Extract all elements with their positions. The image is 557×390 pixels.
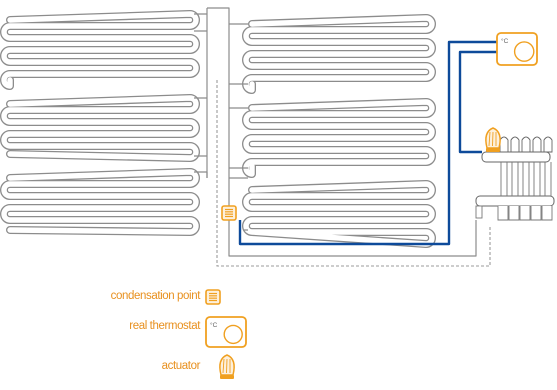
actuator-icon-base: [486, 148, 500, 152]
thermostat-icon-dial: [513, 41, 535, 62]
actuator-icon-rib-1: [492, 131, 494, 147]
sensor-dashed-line: [216, 80, 491, 267]
manifold-valve-head-0: [499, 136, 509, 153]
coil-left-middle-pipe-core: [1, 95, 199, 161]
supply-left-top: [194, 13, 207, 32]
manifold-upper-bar: [481, 151, 551, 163]
thermostat-icon-unit-label: °C: [501, 37, 509, 45]
manifold-riser-1: [511, 162, 519, 196]
manifold-riser-2: [522, 162, 530, 196]
sensor-dashed-path: [216, 80, 491, 267]
cable-to-thermostat: [238, 40, 497, 246]
legend-actuator-icon-base: [220, 375, 234, 379]
manifold-lower-body: [475, 195, 555, 207]
manifold-outlet-0: [497, 206, 509, 221]
thermostat-icon: °C: [496, 32, 538, 66]
coil-right-bottom: [242, 180, 436, 248]
manifold-riser-0: [500, 162, 508, 196]
legend-thermostat-icon-unit-label: °C: [210, 321, 218, 329]
supply-riser: [206, 7, 230, 178]
legend-label-real-thermostat: real thermostat: [129, 320, 200, 332]
coil-left-bottom-pipe-wall: [0, 168, 200, 236]
legend-actuator-icon-rib-1: [226, 358, 228, 374]
supply-right-bottom: [229, 177, 248, 231]
coil-left-top: [0, 10, 200, 90]
coil-right-middle: [242, 98, 436, 178]
manifold-riser-3: [533, 162, 541, 196]
coil-left-bottom-pipe-core: [1, 169, 199, 235]
manifold-valve-head-1: [510, 136, 520, 153]
supply-right-middle: [229, 107, 248, 169]
manifold-valve-head-4: [543, 136, 553, 153]
manifold-valve-head-2: [521, 136, 531, 153]
manifold-outlet-4: [541, 206, 553, 221]
condensation-point-icon-frame: [221, 205, 237, 221]
supply-left-middle: [194, 97, 207, 157]
manifold-riser-4: [544, 162, 552, 196]
legend-label-actuator: actuator: [161, 360, 201, 372]
coil-right-top: [242, 14, 436, 94]
coil-right-top-pipe-core: [243, 15, 435, 93]
coil-left-bottom: [0, 168, 200, 236]
thermostat-cable: [238, 40, 497, 246]
coil-left-middle-pipe-wall: [0, 94, 200, 162]
manifold-upper-body: [481, 151, 551, 163]
legend-thermostat-icon: °C: [205, 316, 247, 348]
coil-right-middle-pipe-core: [243, 99, 435, 177]
legend-label-condensation-point: condensation point: [110, 290, 201, 302]
legend-actuator-icon: [219, 354, 235, 379]
manifold-outlet-2: [519, 206, 531, 221]
thermostat-icon-body: [496, 32, 538, 66]
coil-right-bottom-pipe-core: [243, 181, 435, 247]
coil-left-top-pipe-core: [1, 11, 199, 89]
condensation-point-icon: [221, 205, 237, 221]
floor-heating-coils: [0, 10, 436, 248]
manifold-lower-bar: [475, 195, 555, 207]
manifold-end-cap: [475, 205, 483, 219]
coil-left-middle: [0, 94, 200, 162]
supply-right-top: [229, 23, 248, 85]
actuator-icon-rib-0: [488, 131, 491, 147]
actuator-icon: [485, 127, 501, 152]
legend-condensation-point-icon: [205, 289, 221, 305]
supply-left-bottom: [194, 171, 208, 178]
legend-thermostat-icon-dial: [223, 324, 243, 345]
manifold-outlet-1: [508, 206, 520, 221]
cable-to-actuator: [458, 50, 497, 154]
legend-thermostat-icon-body: [205, 316, 247, 348]
legend-actuator-icon-rib-0: [222, 358, 225, 374]
manifold-outlet-3: [530, 206, 542, 221]
manifold: [475, 136, 555, 221]
legend-condensation-point-icon-frame: [205, 289, 221, 305]
manifold-valve-head-3: [532, 136, 542, 153]
supply-pipes: [194, 7, 477, 257]
